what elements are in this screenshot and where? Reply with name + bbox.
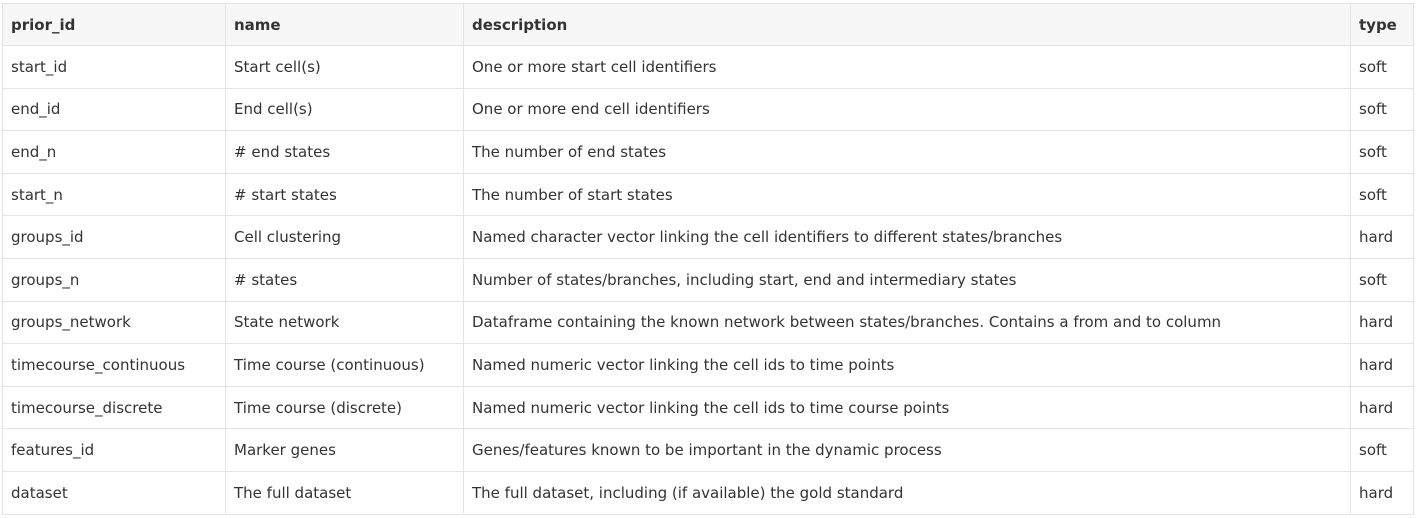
cell-type: hard [1350, 215, 1414, 259]
cell-name: The full dataset [225, 470, 464, 515]
cell-prior-id: groups_id [2, 215, 226, 259]
priors-table-container: prior_id name description type start_id … [2, 3, 1414, 515]
cell-name: Cell clustering [225, 215, 464, 259]
cell-prior-id: features_id [2, 428, 226, 472]
column-header-type: type [1350, 3, 1414, 46]
cell-name: # states [225, 257, 464, 302]
cell-name: Time course (continuous) [225, 343, 464, 387]
cell-description: Named numeric vector linking the cell id… [463, 343, 1351, 387]
cell-name: Time course (discrete) [225, 385, 464, 430]
cell-prior-id: start_id [2, 45, 226, 89]
table-row: groups_id Cell clustering Named characte… [2, 215, 1414, 259]
cell-name: Start cell(s) [225, 45, 464, 89]
cell-type: soft [1350, 45, 1414, 89]
cell-prior-id: end_id [2, 87, 226, 132]
cell-description: Number of states/branches, including sta… [463, 257, 1351, 302]
cell-description: One or more start cell identifiers [463, 45, 1351, 89]
cell-description: Genes/features known to be important in … [463, 428, 1351, 472]
cell-name: # start states [225, 172, 464, 217]
cell-type: hard [1350, 343, 1414, 387]
cell-prior-id: start_n [2, 172, 226, 217]
table-row: groups_n # states Number of states/branc… [2, 257, 1414, 302]
cell-description: The number of start states [463, 172, 1351, 217]
cell-name: Marker genes [225, 428, 464, 472]
column-header-name: name [225, 3, 464, 46]
table-header-row: prior_id name description type [2, 3, 1414, 46]
table-row: groups_network State network Dataframe c… [2, 300, 1414, 345]
table-row: end_n # end states The number of end sta… [2, 130, 1414, 174]
cell-prior-id: dataset [2, 470, 226, 515]
cell-type: soft [1350, 130, 1414, 174]
cell-prior-id: timecourse_discrete [2, 385, 226, 430]
cell-type: soft [1350, 172, 1414, 217]
cell-name: End cell(s) [225, 87, 464, 132]
column-header-description: description [463, 3, 1351, 46]
cell-type: hard [1350, 385, 1414, 430]
cell-prior-id: groups_network [2, 300, 226, 345]
cell-type: hard [1350, 300, 1414, 345]
table-row: features_id Marker genes Genes/features … [2, 428, 1414, 472]
cell-description: The full dataset, including (if availabl… [463, 470, 1351, 515]
cell-prior-id: timecourse_continuous [2, 343, 226, 387]
cell-type: hard [1350, 470, 1414, 515]
table-row: start_id Start cell(s) One or more start… [2, 45, 1414, 89]
column-header-prior-id: prior_id [2, 3, 226, 46]
cell-type: soft [1350, 87, 1414, 132]
cell-description: The number of end states [463, 130, 1351, 174]
cell-prior-id: groups_n [2, 257, 226, 302]
table-row: start_n # start states The number of sta… [2, 172, 1414, 217]
cell-prior-id: end_n [2, 130, 226, 174]
table-row: timecourse_continuous Time course (conti… [2, 343, 1414, 387]
table-row: timecourse_discrete Time course (discret… [2, 385, 1414, 430]
cell-description: One or more end cell identifiers [463, 87, 1351, 132]
table-row: end_id End cell(s) One or more end cell … [2, 87, 1414, 132]
cell-description: Dataframe containing the known network b… [463, 300, 1351, 345]
cell-name: # end states [225, 130, 464, 174]
cell-description: Named character vector linking the cell … [463, 215, 1351, 259]
cell-type: soft [1350, 428, 1414, 472]
cell-description: Named numeric vector linking the cell id… [463, 385, 1351, 430]
cell-name: State network [225, 300, 464, 345]
cell-type: soft [1350, 257, 1414, 302]
priors-table: prior_id name description type start_id … [2, 3, 1414, 515]
table-row: dataset The full dataset The full datase… [2, 470, 1414, 515]
